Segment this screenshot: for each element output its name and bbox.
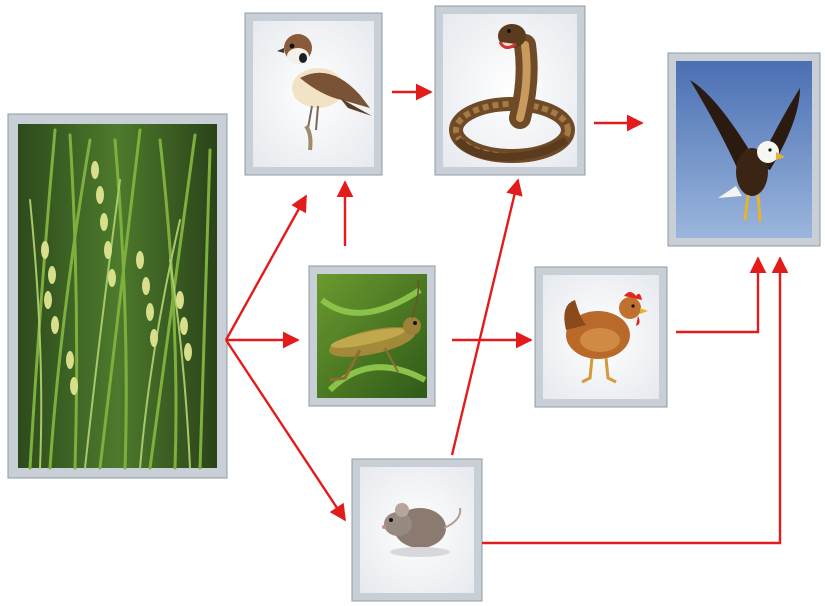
snake-node: [435, 6, 585, 175]
mouse-node: [352, 459, 482, 601]
chicken-node: [535, 267, 667, 407]
eagle-node: [668, 53, 820, 246]
arrow-chicken-to-eagle: [676, 258, 758, 332]
grasshopper-node: [309, 266, 435, 406]
sparrow-node: [245, 13, 382, 175]
rice-node: [8, 114, 227, 478]
arrow-mouse-to-snake: [452, 180, 518, 455]
arrow-rice-to-sparrow: [226, 196, 306, 340]
